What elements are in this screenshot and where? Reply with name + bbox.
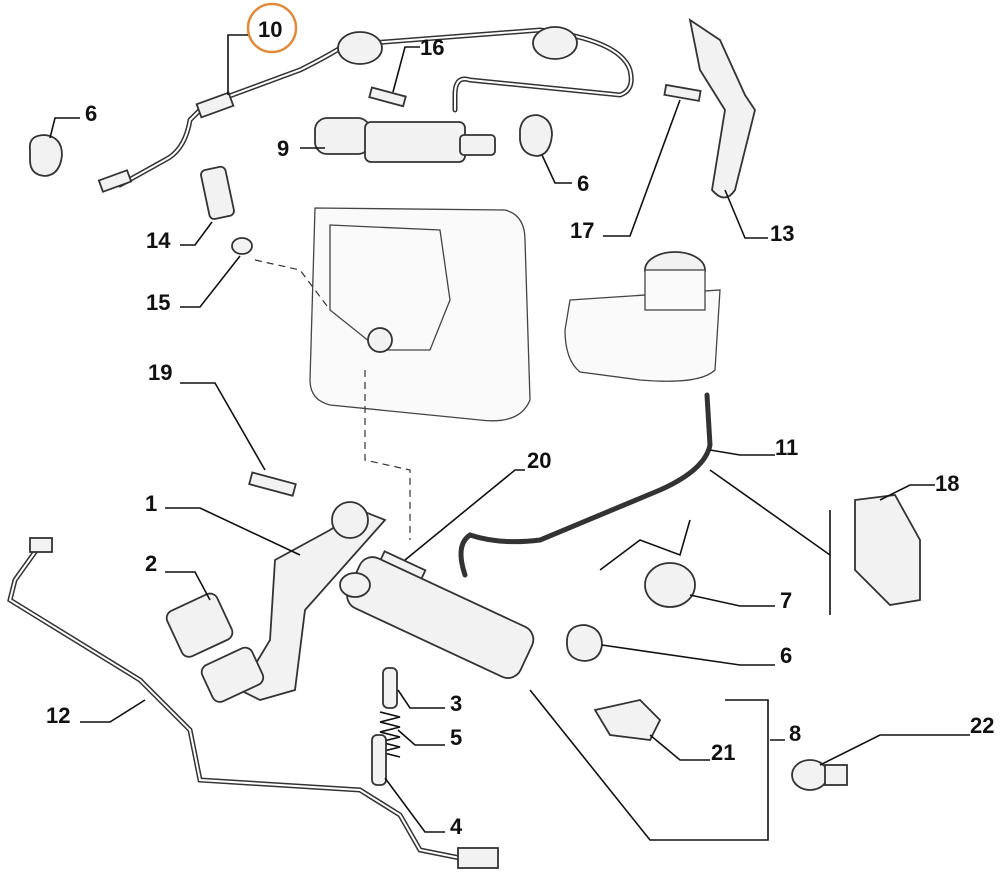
part-4-rod[interactable] [371,734,387,786]
callout-2[interactable]: 2 [145,551,157,576]
callout-8[interactable]: 8 [789,721,801,746]
pedal-box-bracket [309,207,531,422]
part-17-bolt[interactable] [663,83,702,102]
callout-4[interactable]: 4 [450,814,463,839]
part-6-grommet[interactable] [28,134,63,177]
part-16-bolt[interactable] [368,86,407,108]
part-18-clip[interactable] [854,494,921,606]
part-6-grommet[interactable] [566,624,603,662]
part-22-fitting[interactable] [791,759,848,791]
part-6-grommet[interactable] [519,114,553,157]
callout-3[interactable]: 3 [450,691,462,716]
callout-5[interactable]: 5 [450,725,462,750]
part-8-master-cylinder[interactable] [339,552,538,682]
part-3-pin[interactable] [382,667,398,709]
callout-6[interactable]: 6 [85,101,97,126]
callout-9[interactable]: 9 [277,136,289,161]
part-5-spring[interactable] [379,711,401,758]
part-2-pedal-pad[interactable] [164,591,235,660]
part-19-bolt[interactable] [248,471,297,497]
part-9-slave-cylinder[interactable] [314,117,496,163]
callout-20[interactable]: 20 [527,448,551,473]
part-15-seal[interactable] [231,237,253,255]
callout-21[interactable]: 21 [711,740,735,765]
fluid-reservoir [564,251,721,382]
callout-1[interactable]: 1 [145,491,157,516]
callout-6[interactable]: 6 [577,171,589,196]
part-11-hose[interactable] [458,392,713,578]
part-12-cable[interactable] [7,537,499,869]
callout-19[interactable]: 19 [148,360,172,385]
callout-14[interactable]: 14 [146,228,171,253]
pedal-pad-lower [200,646,265,703]
callout-16[interactable]: 16 [420,35,444,60]
leader-lines [49,2,970,841]
highlight-circle [246,2,298,54]
part-13-bracket[interactable] [688,18,756,199]
callout-18[interactable]: 18 [935,471,959,496]
callout-12[interactable]: 12 [46,703,70,728]
callout-6[interactable]: 6 [780,643,792,668]
callout-17[interactable]: 17 [570,218,594,243]
part-10-clutch-hose[interactable] [97,26,634,193]
callout-13[interactable]: 13 [770,221,794,246]
callout-7[interactable]: 7 [780,588,792,613]
callout-15[interactable]: 15 [146,290,170,315]
callout-11[interactable]: 11 [775,435,798,460]
callout-22[interactable]: 22 [970,713,994,738]
callout-10[interactable]: 10 [258,17,282,42]
part-21-sensor[interactable] [593,699,662,741]
part-7-grommet[interactable] [644,562,696,608]
part-14-switch[interactable] [200,165,235,220]
